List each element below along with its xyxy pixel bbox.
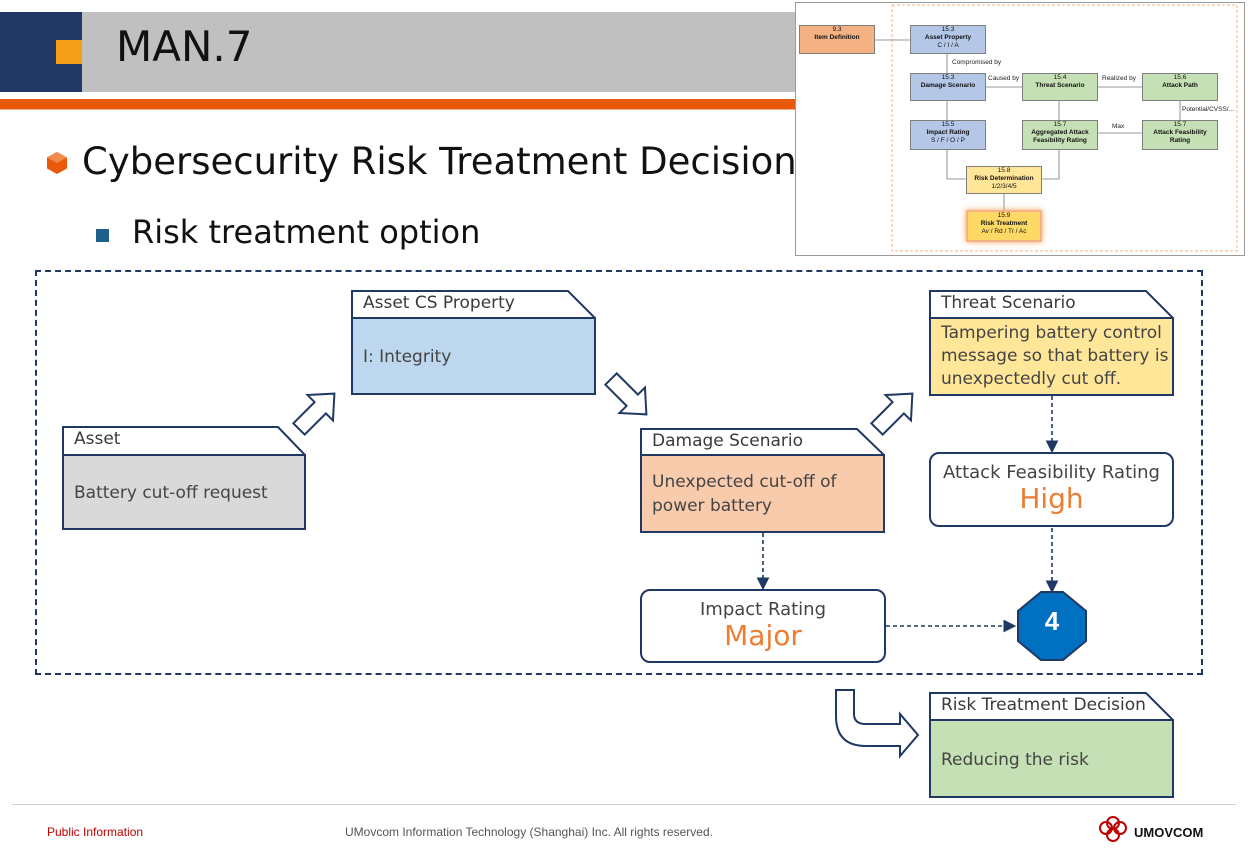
thumb-threat-scenario-title: Threat Scenario bbox=[1035, 82, 1085, 89]
risk-value-octagon bbox=[1017, 591, 1087, 661]
thumb-asset-property-num: 15.3 bbox=[941, 26, 955, 33]
slide-title: MAN.7 bbox=[116, 22, 253, 71]
sub-heading: Risk treatment option bbox=[132, 213, 481, 251]
thumb-item-definition-title: Item Definition bbox=[814, 34, 860, 41]
header-orange-bar bbox=[0, 99, 800, 109]
hexagon-bullet-icon bbox=[47, 152, 67, 174]
thumb-label-realized: Realized by bbox=[1102, 75, 1136, 82]
thumb-attack-feasibility: 15.7 Attack Feasibility Rating bbox=[1142, 120, 1218, 150]
curved-arrow-to-treatment bbox=[835, 689, 920, 759]
header-orange-line bbox=[0, 109, 800, 110]
asset-cs-property-shape bbox=[351, 290, 596, 395]
thumb-risk-treatment-title: Risk Treatment bbox=[980, 220, 1028, 227]
thumb-threat-scenario-num: 15.4 bbox=[1053, 74, 1067, 81]
risk-treatment-title: Risk Treatment Decision bbox=[941, 695, 1146, 715]
thumb-damage-scenario: 15.3 Damage Scenario bbox=[910, 73, 986, 101]
thumb-risk-treatment-sub: Av / Rd / Tr / Ac bbox=[981, 228, 1027, 235]
thumb-impact-rating: 15.5 Impact Rating S / F / O / P bbox=[910, 120, 986, 150]
asset-cs-property-body: I: Integrity bbox=[363, 347, 452, 367]
asset-cs-property-card: Asset CS Property I: Integrity bbox=[351, 290, 596, 395]
thumb-risk-determination: 15.8 Risk Determination 1/2/3/4/5 bbox=[966, 166, 1042, 194]
thumbnail-connectors bbox=[874, 4, 1238, 252]
asset-title: Asset bbox=[74, 429, 121, 449]
block-arrow-down-right bbox=[603, 371, 648, 416]
thumb-label-compromised: Compromised by bbox=[952, 59, 1002, 66]
asset-cs-property-title: Asset CS Property bbox=[363, 293, 515, 313]
risk-treatment-body: Reducing the risk bbox=[941, 750, 1089, 770]
damage-scenario-body: Unexpected cut-off of power battery bbox=[652, 472, 837, 516]
thumb-aggregated-title: Aggregated Attack Feasibility Rating bbox=[1031, 129, 1089, 144]
thumb-threat-scenario: 15.4 Threat Scenario bbox=[1022, 73, 1098, 101]
footer-brand: UMOVCOM bbox=[1134, 825, 1204, 840]
thumb-label-max: Max bbox=[1112, 123, 1125, 130]
diagram-container bbox=[35, 270, 1203, 675]
asset-card-shape bbox=[62, 426, 306, 530]
thumb-impact-rating-title: Impact Rating bbox=[926, 129, 970, 136]
attack-feasibility-value: High bbox=[1019, 482, 1084, 515]
thumb-asset-property: 15.3 Asset Property C / I / A bbox=[910, 25, 986, 54]
threat-scenario-shape bbox=[929, 290, 1174, 396]
process-overview-thumbnail: 9.3 Item Definition 15.3 Asset Property … bbox=[795, 2, 1245, 256]
thumb-attack-path-num: 15.6 bbox=[1173, 74, 1187, 81]
thumb-label-potential: Potential/CVSS/... bbox=[1182, 106, 1235, 113]
threat-scenario-title: Threat Scenario bbox=[941, 293, 1076, 313]
risk-treatment-shape bbox=[929, 692, 1174, 798]
attack-feasibility-label: Attack Feasibility Rating bbox=[943, 462, 1160, 483]
thumb-damage-scenario-num: 15.3 bbox=[941, 74, 955, 81]
thumb-asset-property-title: Asset Property bbox=[924, 34, 972, 41]
risk-treatment-card: Risk Treatment Decision Reducing the ris… bbox=[929, 692, 1174, 798]
attack-feasibility-rating-box: Attack Feasibility Rating High bbox=[929, 452, 1174, 527]
thumb-damage-scenario-title: Damage Scenario bbox=[920, 82, 976, 89]
thumb-attack-path-title: Attack Path bbox=[1162, 82, 1198, 89]
thumb-attack-feasibility-title: Attack Feasibility Rating bbox=[1153, 129, 1207, 144]
footer-copyright: UMovcom Information Technology (Shanghai… bbox=[345, 825, 713, 839]
header-dark-block bbox=[0, 12, 82, 92]
thumb-risk-treatment: 15.9 Risk Treatment Av / Rd / Tr / Ac bbox=[966, 210, 1042, 242]
header-grey-band bbox=[82, 12, 802, 92]
block-arrow-up-right-2 bbox=[869, 392, 914, 437]
thumb-aggregated-num: 15.7 bbox=[1053, 121, 1067, 128]
thumb-item-definition-num: 9.3 bbox=[832, 26, 842, 33]
impact-rating-box: Impact Rating Major bbox=[640, 589, 886, 663]
footer-divider bbox=[12, 804, 1236, 805]
thumb-item-definition: 9.3 Item Definition bbox=[799, 25, 875, 54]
thumb-attack-feasibility-num: 15.7 bbox=[1173, 121, 1187, 128]
footer-classification: Public Information bbox=[47, 825, 144, 839]
thumb-label-caused: Caused by bbox=[988, 75, 1020, 82]
threat-scenario-body: Tampering battery control message so tha… bbox=[941, 323, 1169, 389]
risk-value: 4 bbox=[1044, 606, 1060, 636]
impact-rating-label: Impact Rating bbox=[699, 599, 826, 620]
thumb-aggregated-afr: 15.7 Aggregated Attack Feasibility Ratin… bbox=[1022, 120, 1098, 150]
damage-scenario-card: Damage Scenario Unexpected cut-off of po… bbox=[640, 428, 885, 533]
impact-rating-value: Major bbox=[724, 619, 802, 652]
umovcom-logo-icon bbox=[1099, 816, 1127, 842]
main-heading: Cybersecurity Risk Treatment Decision bbox=[82, 140, 797, 183]
square-bullet-icon bbox=[96, 229, 109, 242]
asset-body: Battery cut-off request bbox=[74, 483, 268, 503]
asset-card: Asset Battery cut-off request bbox=[62, 426, 306, 530]
thumb-risk-determination-num: 15.8 bbox=[997, 167, 1011, 174]
block-arrow-up-right-1 bbox=[291, 392, 336, 437]
thumb-impact-rating-num: 15.5 bbox=[941, 121, 955, 128]
damage-scenario-title: Damage Scenario bbox=[652, 431, 804, 451]
thumb-impact-rating-sub: S / F / O / P bbox=[931, 137, 965, 144]
thumb-asset-property-sub: C / I / A bbox=[937, 42, 959, 49]
thumb-risk-determination-sub: 1/2/3/4/5 bbox=[991, 183, 1017, 190]
threat-scenario-card: Threat Scenario Tampering battery contro… bbox=[929, 290, 1174, 396]
thumb-attack-path: 15.6 Attack Path bbox=[1142, 73, 1218, 101]
thumb-risk-treatment-num: 15.9 bbox=[997, 212, 1011, 219]
header-accent-square bbox=[56, 40, 82, 64]
damage-scenario-shape bbox=[640, 428, 885, 533]
thumb-risk-determination-title: Risk Determination bbox=[974, 175, 1034, 182]
